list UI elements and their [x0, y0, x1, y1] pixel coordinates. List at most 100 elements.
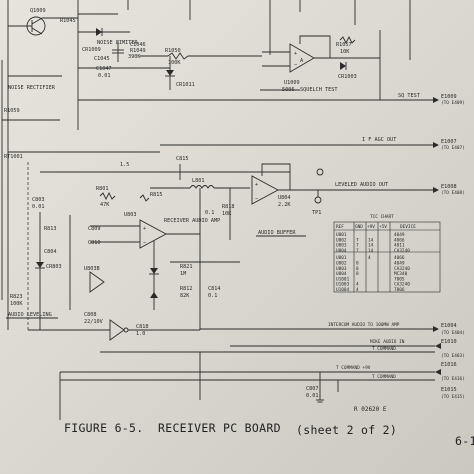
sq-test-label: SQ TEST	[398, 93, 420, 99]
r812-label: R812	[180, 286, 193, 292]
figure-title: RECEIVER PC BOARD	[158, 421, 281, 435]
val-82k: 82K	[180, 293, 190, 299]
e1008-label: E1008	[441, 184, 457, 190]
r823-label: R823	[10, 294, 23, 300]
ic-chart-cell: U802	[336, 261, 347, 267]
ic-chart-cell: U804	[336, 248, 347, 254]
val-10k-b: 10K	[222, 211, 232, 217]
figure-sheet: (sheet 2 of 2)	[296, 423, 397, 437]
drawing-ref: R 02620 E	[354, 406, 387, 413]
ic-chart-title: TCC CHART	[370, 214, 394, 220]
c804-label: C804	[44, 249, 57, 255]
u1009-label: U1009	[284, 80, 300, 86]
noise-rectifier-label: NOISE RECTIFIER	[8, 85, 56, 91]
u804-minus: −	[255, 196, 258, 202]
l801-inductor	[189, 185, 215, 189]
receiver-audio-amp-label: RECEIVER AUDIO AMP	[164, 218, 220, 224]
u1009-minus: −	[294, 62, 297, 68]
u1009-a-label: A	[300, 58, 304, 64]
ic-chart-cell: 4011	[394, 243, 405, 249]
tp-mid-point	[316, 168, 324, 176]
ic-chart-cell: CA3240	[394, 248, 410, 254]
e1016-to: (TO E416)	[441, 376, 465, 382]
ic-chart-cell: 4	[368, 255, 371, 261]
ic-chart-h3: +5V	[379, 224, 387, 230]
e1007-label: E1007	[441, 139, 457, 145]
cr1003-label: CR1003	[338, 74, 357, 80]
e1015-to: (TO E415)	[441, 394, 465, 400]
r821-label: R821	[180, 264, 193, 270]
val-0-1-mid: 0.1	[205, 210, 214, 216]
val-1-0: 1.0	[136, 331, 145, 337]
u1009-plus: +	[294, 51, 297, 57]
ic-chart-cell: U801	[336, 232, 347, 238]
ic-chart-cell: 4	[356, 287, 359, 293]
r813-label: R813	[44, 226, 57, 232]
ic-chart-cell: 7805	[394, 276, 405, 282]
ic-chart-cell: 14	[368, 248, 374, 254]
val-2-2k: 2.2K	[278, 202, 291, 208]
e1010-label: E1010	[441, 339, 457, 345]
e1004-label: E1004	[441, 323, 457, 329]
r815-resistor	[139, 194, 150, 202]
t-command-2-label: T COMMAND	[372, 374, 396, 380]
q1009-label: Q1009	[30, 8, 46, 14]
cr1011-label: CR1011	[176, 82, 195, 88]
u803-opamp	[139, 219, 167, 249]
ic-chart-cell: U1004	[336, 287, 350, 293]
audio-buffer-label: AUDIO BUFFER	[258, 230, 296, 236]
val-0-01b: 0.01	[32, 204, 45, 210]
mike-audio-label: MIKE AUDIO IN	[370, 339, 405, 345]
c815-label: C815	[176, 156, 189, 162]
e1008-to: (TO E408)	[441, 190, 465, 196]
ic-chart-cell: 14	[368, 243, 374, 249]
r818-label: R818	[222, 204, 235, 210]
r1057-label: R1057	[336, 42, 352, 48]
ic-chart-cell: 7	[356, 243, 359, 249]
r1050-label: R1050	[165, 48, 181, 54]
e1015-label: E1015	[441, 387, 457, 393]
ic-chart-cell: 4066	[394, 237, 405, 243]
cr803-label: CR803	[46, 264, 62, 270]
if-agc-arrow	[433, 142, 439, 148]
u803-label: U803	[124, 212, 137, 218]
cr1011-diode	[166, 70, 174, 76]
ic-chart-cell: 4049	[394, 232, 405, 238]
e1009-to: (TO E409)	[441, 100, 465, 106]
cr803-diode	[36, 262, 44, 268]
page-number: 6-1	[455, 434, 474, 448]
r801-label: R801	[96, 186, 109, 192]
val-0-1-b: 0.1	[208, 293, 217, 299]
ic-chart-h0: REF	[336, 224, 344, 230]
ic-chart-border	[333, 221, 441, 293]
e1004-to: (TO E404)	[441, 330, 465, 336]
u803-plus: +	[143, 226, 146, 232]
t-command-9v-arrow	[435, 369, 441, 375]
u803-minus: −	[143, 240, 146, 246]
intercom-arrow	[433, 326, 439, 332]
r801-resistor	[99, 191, 116, 201]
tp1-label: TP1	[312, 210, 321, 216]
val-0-01c: 0.01	[306, 393, 319, 399]
ic-chart-cell: U1003	[336, 282, 350, 288]
r1057-resistor	[339, 35, 356, 45]
e1007-to: (TO E407)	[441, 145, 465, 151]
u1009-feedback	[299, 35, 331, 58]
ic-chart-cell: CA3240	[394, 266, 410, 272]
ic-chart-cell: 7	[356, 237, 359, 243]
rt1001-label: RT1001	[4, 154, 23, 160]
e1010-to: (TO E403)	[441, 353, 465, 359]
c808-label: C808	[84, 312, 97, 318]
u804-opamp	[251, 175, 279, 205]
ic-chart-h1: GND	[355, 224, 363, 230]
val-10k-a: 10K	[340, 49, 350, 55]
c814-label: C814	[208, 286, 221, 292]
r1050-resistor	[167, 52, 189, 60]
r1045-wire	[70, 13, 118, 19]
u804-feedback	[261, 163, 291, 190]
u803b-gate	[89, 271, 105, 293]
audio-leveling-label: AUDIO LEVELING	[8, 312, 52, 318]
